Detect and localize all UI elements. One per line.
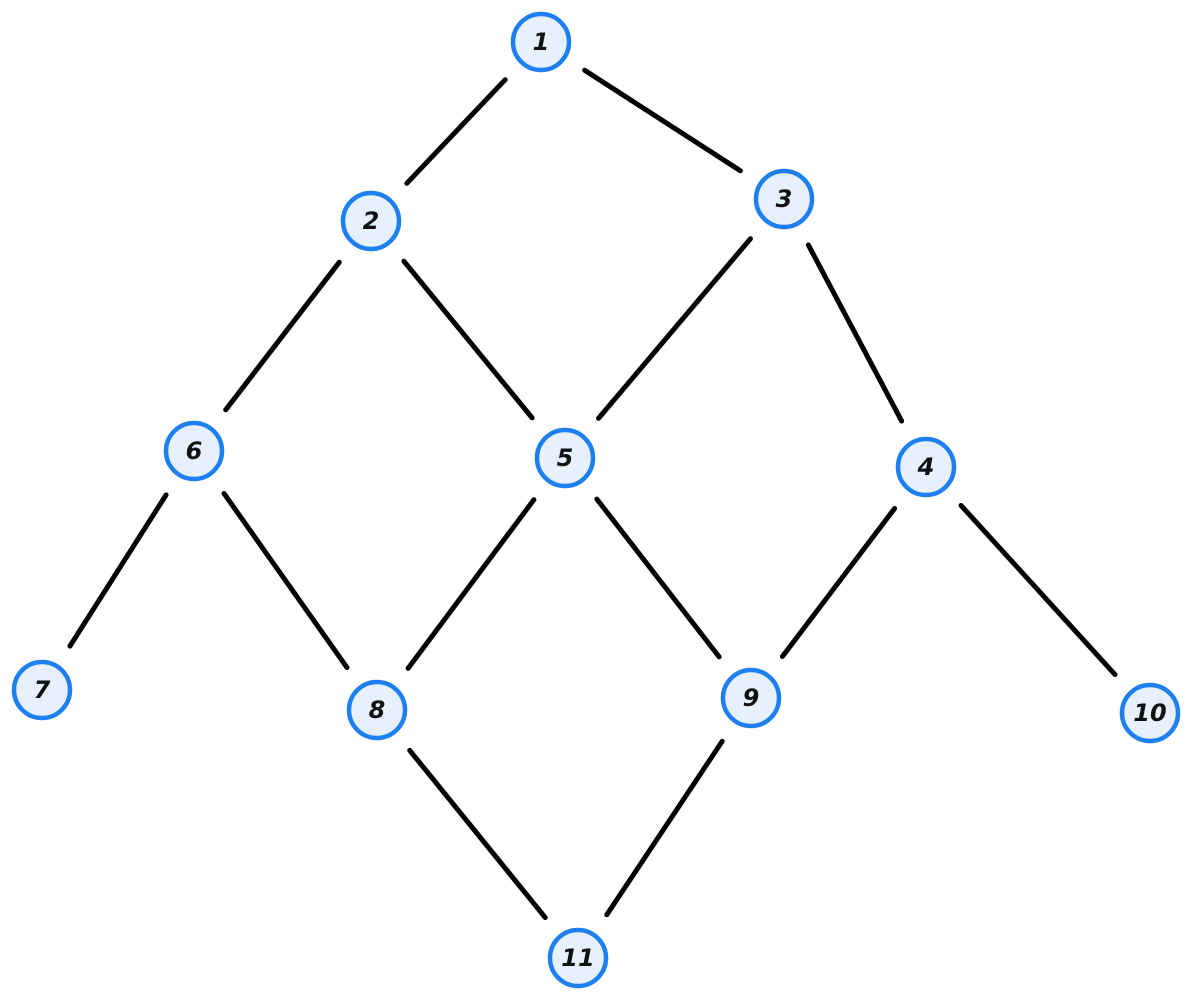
node-circle — [753, 168, 815, 230]
node-4: 4 — [895, 436, 957, 498]
node-circle — [340, 190, 402, 252]
node-label: 11 — [561, 944, 594, 972]
nodes: 1 2 3 4 5 6 7 8 9 10 11 — [11, 11, 1181, 989]
node-circle — [346, 679, 408, 741]
edge-2-6 — [223, 259, 342, 413]
node-circle — [895, 436, 957, 498]
node-5: 5 — [534, 427, 596, 489]
node-2: 2 — [340, 190, 402, 252]
node-3: 3 — [753, 168, 815, 230]
node-6: 6 — [163, 420, 225, 482]
edge-1-2 — [404, 77, 508, 186]
node-circle — [510, 11, 572, 73]
edge-6-8 — [221, 490, 350, 671]
edge-9-11 — [604, 738, 725, 918]
node-label: 5 — [557, 444, 574, 472]
node-circle — [163, 420, 225, 482]
edge-8-11 — [407, 747, 548, 921]
node-label: 4 — [917, 453, 935, 481]
edge-4-10 — [958, 502, 1118, 678]
node-label: 8 — [369, 696, 386, 724]
node-circle — [547, 927, 609, 989]
node-label: 7 — [34, 676, 51, 704]
edge-3-4 — [805, 242, 905, 424]
node-label: 10 — [1133, 699, 1166, 727]
node-1: 1 — [510, 11, 572, 73]
edge-2-5 — [401, 258, 535, 421]
edge-3-5 — [596, 236, 753, 421]
node-label: 9 — [743, 684, 760, 712]
edge-5-8 — [405, 497, 537, 671]
edge-5-9 — [594, 496, 722, 660]
node-7: 7 — [11, 659, 73, 721]
edge-1-3 — [582, 67, 743, 174]
node-11: 11 — [547, 927, 609, 989]
node-8: 8 — [346, 679, 408, 741]
node-circle — [1119, 682, 1181, 744]
node-label: 3 — [776, 185, 793, 213]
node-circle — [534, 427, 596, 489]
node-10: 10 — [1119, 682, 1181, 744]
node-label: 2 — [363, 207, 380, 235]
edge-6-7 — [67, 492, 169, 649]
node-label: 6 — [186, 437, 203, 465]
edge-4-9 — [779, 505, 898, 660]
node-9: 9 — [720, 667, 782, 729]
node-circle — [720, 667, 782, 729]
node-circle — [11, 659, 73, 721]
edges — [67, 67, 1118, 921]
node-label: 1 — [533, 28, 550, 56]
